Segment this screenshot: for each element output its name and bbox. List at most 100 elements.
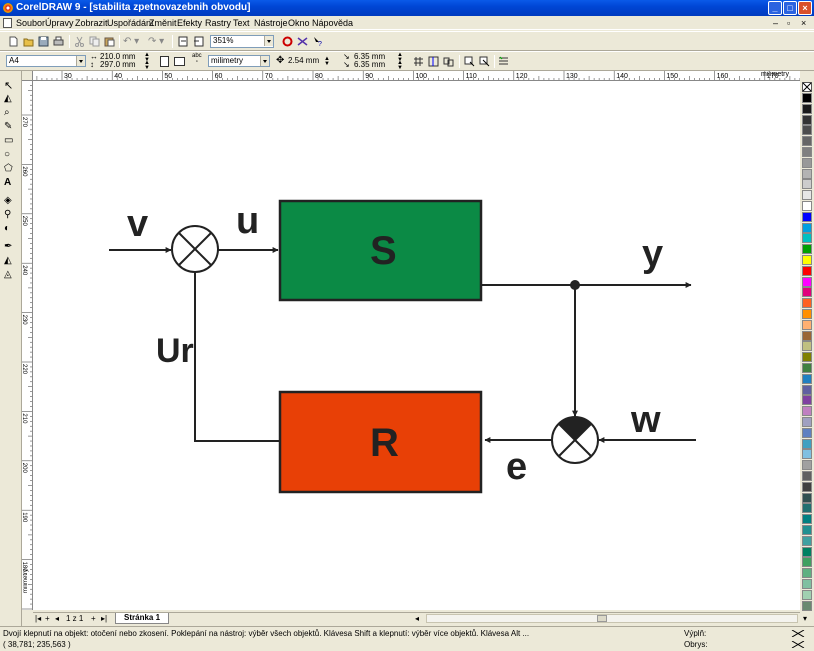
freehand-tool-icon[interactable]: ✎: [4, 121, 13, 132]
zoom-tool-icon[interactable]: ⌕: [4, 107, 10, 118]
doc-minimize-button[interactable]: –: [773, 18, 779, 28]
palette-scroll-down-icon[interactable]: ▾: [803, 614, 808, 623]
spin-arrows-icon[interactable]: ▲▼: [144, 60, 150, 71]
menu-zobrazit[interactable]: Zobrazit: [75, 18, 108, 28]
label-ur[interactable]: Ur: [156, 332, 194, 370]
nudge-field[interactable]: 2.54 mm: [288, 56, 320, 65]
menu-rastry[interactable]: Rastry: [205, 18, 232, 28]
palette-swatch[interactable]: [802, 373, 812, 384]
palette-swatch[interactable]: [802, 579, 812, 589]
spin-arrows-icon[interactable]: ▲▼: [397, 60, 403, 71]
snap-objects-icon[interactable]: [443, 56, 454, 67]
palette-swatch[interactable]: [802, 449, 812, 460]
menu-zmenit[interactable]: Změnit: [149, 18, 177, 28]
palette-swatch[interactable]: [802, 190, 812, 201]
draw-objects-selected-icon[interactable]: [479, 56, 490, 67]
palette-swatch[interactable]: [802, 460, 812, 471]
palette-swatch[interactable]: [802, 298, 812, 309]
no-fill-icon[interactable]: [791, 630, 805, 637]
palette-swatch[interactable]: [802, 244, 812, 255]
page-width-field[interactable]: 210.0 mm: [100, 52, 136, 61]
page-height-field[interactable]: 297.0 mm: [100, 60, 136, 69]
palette-swatch[interactable]: [802, 265, 812, 276]
label-u[interactable]: u: [236, 200, 259, 242]
polygon-tool-icon[interactable]: ⬠: [4, 163, 13, 174]
palette-swatch[interactable]: [802, 471, 812, 481]
maximize-button[interactable]: □: [783, 1, 797, 15]
palette-swatch[interactable]: [802, 93, 812, 103]
open-folder-icon[interactable]: [23, 36, 34, 47]
menu-upravy[interactable]: Úpravy: [45, 18, 74, 28]
palette-swatch[interactable]: [802, 417, 812, 427]
label-w[interactable]: w: [630, 399, 661, 441]
label-e[interactable]: e: [506, 446, 527, 488]
undo-icon[interactable]: ↶ ▾: [123, 36, 140, 47]
snap-guidelines-icon[interactable]: [428, 56, 439, 67]
interactive-fill-tool-icon[interactable]: ◬: [4, 269, 12, 280]
palette-swatch[interactable]: [802, 546, 812, 557]
landscape-orientation-icon[interactable]: [174, 57, 185, 66]
zoom-level-select[interactable]: 351%: [210, 35, 274, 48]
menu-nastroje[interactable]: Nástroje: [254, 18, 288, 28]
application-launcher-icon[interactable]: [282, 36, 293, 47]
palette-swatch[interactable]: [802, 557, 812, 568]
palette-swatch[interactable]: [802, 157, 812, 168]
print-icon[interactable]: [53, 36, 64, 47]
palette-swatch[interactable]: [802, 330, 812, 341]
palette-swatch[interactable]: [802, 492, 812, 503]
summing-junction-2[interactable]: [551, 416, 599, 464]
menu-okno[interactable]: Okno: [288, 18, 310, 28]
palette-swatch[interactable]: [802, 179, 812, 190]
duplicate-y-field[interactable]: 6.35 mm: [354, 60, 386, 69]
document-icon[interactable]: [3, 18, 12, 28]
palette-swatch[interactable]: [802, 287, 812, 298]
palette-swatch[interactable]: [802, 535, 812, 546]
menu-usporadani[interactable]: Uspořádání: [107, 18, 154, 28]
ellipse-tool-icon[interactable]: ○: [4, 149, 11, 160]
fill-tool-icon[interactable]: ◭: [4, 255, 12, 266]
doc-restore-button[interactable]: ▫: [787, 18, 791, 28]
spin-arrows-icon[interactable]: ▲▼: [397, 52, 403, 63]
label-y[interactable]: y: [642, 233, 663, 275]
import-icon[interactable]: [178, 36, 189, 47]
redo-icon[interactable]: ↷ ▾: [148, 36, 165, 47]
minimize-button[interactable]: _: [768, 1, 782, 15]
menu-text[interactable]: Text: [233, 18, 250, 28]
horizontal-scrollbar-track[interactable]: [426, 614, 798, 623]
whats-this-help-icon[interactable]: ?: [312, 36, 323, 47]
drawing-canvas[interactable]: v u y Ur w e S R: [33, 81, 800, 610]
palette-swatch[interactable]: [802, 211, 812, 222]
page-tab-stranka-1[interactable]: Stránka 1: [115, 613, 170, 624]
palette-swatch[interactable]: [802, 438, 812, 449]
snap-grid-icon[interactable]: [413, 56, 424, 67]
pick-tool-icon[interactable]: ↖: [4, 80, 14, 92]
spin-arrows-icon[interactable]: ▲▼: [324, 56, 330, 67]
rectangle-tool-icon[interactable]: ▭: [4, 135, 14, 146]
summing-junction-1[interactable]: [171, 225, 219, 273]
ruler-corner[interactable]: [22, 71, 33, 81]
palette-swatch[interactable]: [802, 352, 812, 363]
corel-tutor-icon[interactable]: [297, 36, 308, 47]
palette-swatch[interactable]: [802, 222, 812, 233]
no-outline-icon[interactable]: [791, 641, 805, 648]
outline-pen-tool-icon[interactable]: ✒: [4, 241, 13, 252]
palette-swatch[interactable]: [802, 363, 812, 373]
export-icon[interactable]: [193, 36, 204, 47]
palette-swatch[interactable]: [802, 125, 812, 136]
palette-swatch[interactable]: [802, 168, 812, 179]
menu-soubor[interactable]: Soubor: [16, 18, 46, 28]
last-page-icon[interactable]: ▸|: [101, 614, 108, 623]
menu-napoveda[interactable]: Nápověda: [312, 18, 354, 28]
palette-swatch[interactable]: [802, 395, 812, 406]
prev-page-icon[interactable]: ◂: [55, 614, 60, 623]
close-button[interactable]: ×: [798, 1, 812, 15]
transparency-tool-icon[interactable]: ◐: [4, 223, 11, 234]
palette-swatch[interactable]: [802, 427, 812, 438]
menu-efekty[interactable]: Efekty: [177, 18, 203, 28]
doc-close-button[interactable]: ×: [801, 18, 807, 28]
palette-swatch[interactable]: [802, 481, 812, 492]
page-size-select[interactable]: A4: [6, 55, 86, 67]
eyedropper-tool-icon[interactable]: ⚲: [4, 209, 12, 220]
no-fill-swatch-icon[interactable]: [802, 82, 812, 92]
